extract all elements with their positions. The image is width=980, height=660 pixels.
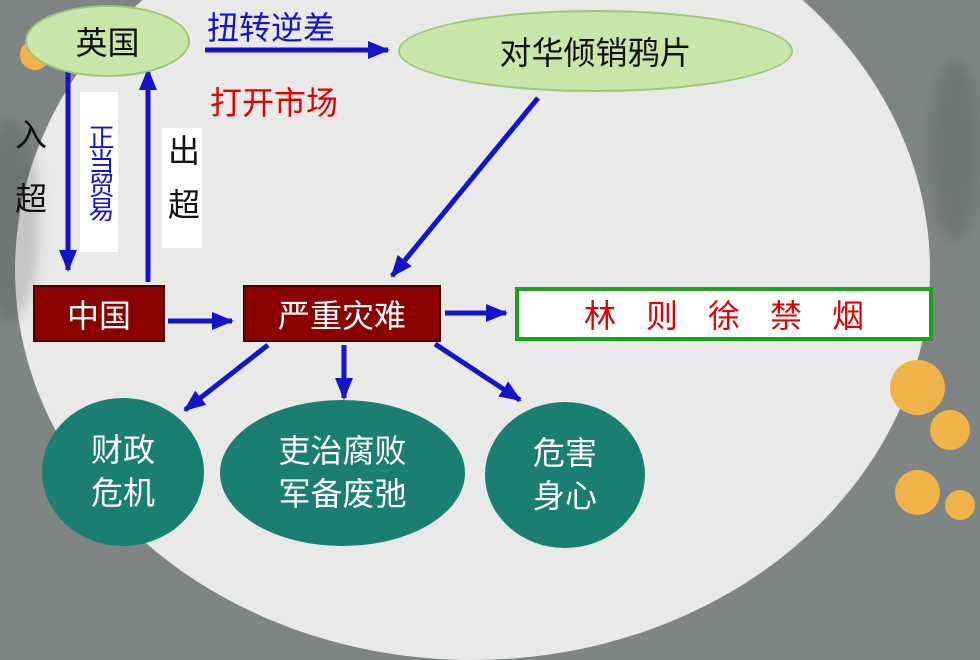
node-health-harm-line2: 身心 bbox=[532, 477, 597, 515]
flower-decoration bbox=[930, 410, 970, 450]
ink-decoration bbox=[930, 60, 980, 240]
node-corruption-line1: 吏治腐败 bbox=[278, 431, 407, 470]
flower-decoration bbox=[895, 470, 940, 515]
node-britain-label: 英国 bbox=[75, 24, 140, 62]
label-legitimate-trade: 正当贸易 bbox=[80, 92, 118, 252]
node-severe-disaster-label: 严重灾难 bbox=[277, 296, 406, 335]
node-lin-zexu-ban-label: 林则徐禁烟 bbox=[583, 297, 894, 335]
flower-decoration bbox=[890, 360, 945, 415]
node-severe-disaster: 严重灾难 bbox=[243, 285, 441, 342]
node-health-harm: 危害 身心 bbox=[485, 402, 645, 548]
node-financial-crisis-line1: 财政 bbox=[90, 430, 155, 469]
node-china: 中国 bbox=[33, 285, 165, 342]
node-china-label: 中国 bbox=[66, 296, 131, 335]
node-financial-crisis: 财政 危机 bbox=[42, 398, 204, 546]
node-corruption: 吏治腐败 军备废弛 bbox=[220, 400, 465, 546]
arrow-disaster-to-health bbox=[433, 341, 522, 403]
label-reverse-deficit: 扭转逆差 bbox=[207, 9, 336, 47]
label-import-surplus: 入超 bbox=[10, 118, 48, 246]
arrow-disaster-to-finance bbox=[183, 343, 270, 412]
label-open-market: 打开市场 bbox=[210, 84, 339, 122]
flower-decoration bbox=[945, 490, 975, 520]
node-opium-dumping: 对华倾销鸦片 bbox=[398, 10, 793, 92]
node-britain: 英国 bbox=[25, 5, 190, 77]
node-financial-crisis-line2: 危机 bbox=[90, 474, 155, 512]
node-lin-zexu-ban: 林则徐禁烟 bbox=[515, 287, 933, 341]
label-export-surplus: 出超 bbox=[162, 128, 202, 248]
arrow-layer bbox=[59, 41, 540, 412]
node-opium-dumping-label: 对华倾销鸦片 bbox=[499, 34, 692, 72]
node-corruption-line2: 军备废弛 bbox=[278, 475, 407, 513]
node-health-harm-line1: 危害 bbox=[532, 433, 597, 472]
arrow-opium-to-disaster bbox=[390, 96, 540, 278]
